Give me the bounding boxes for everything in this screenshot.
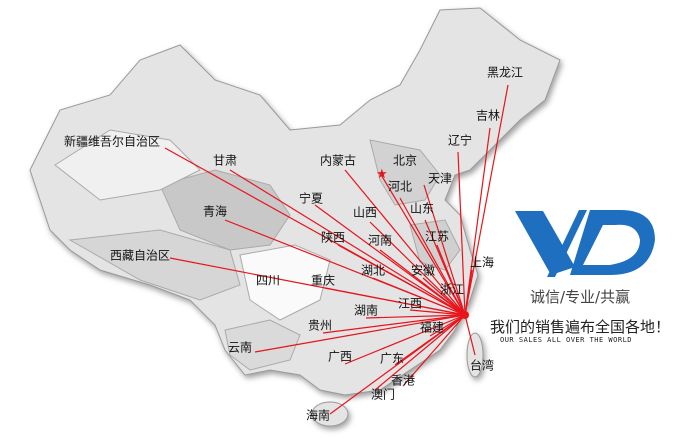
province-label: 甘肃 <box>212 153 238 168</box>
company-logo <box>515 210 655 277</box>
province-label: 台湾 <box>469 358 495 373</box>
province-label: 福建 <box>419 320 445 335</box>
province-label: 山东 <box>409 201 435 216</box>
province-label: 新疆维吾尔自治区 <box>63 134 161 149</box>
province-label: 海南 <box>305 408 331 423</box>
province-label: 河南 <box>367 233 393 248</box>
province-label: 广东 <box>379 351 405 366</box>
province-label: 香港 <box>390 373 416 388</box>
province-label: 湖北 <box>360 263 386 278</box>
province-label: 广西 <box>327 349 353 364</box>
province-label: 重庆 <box>310 273 336 288</box>
province-label: 江苏 <box>424 229 450 244</box>
hub-dot <box>461 311 469 319</box>
province-label: 西藏自治区 <box>109 248 171 263</box>
province-label: 宁夏 <box>298 191 324 206</box>
province-label: 辽宁 <box>447 133 473 148</box>
province-label: 四川 <box>255 273 281 288</box>
province-label: 浙江 <box>439 282 465 297</box>
province-shading <box>54 129 461 371</box>
province-label: 澳门 <box>370 387 396 402</box>
beijing-star-icon: ★ <box>376 167 388 182</box>
province-label: 江西 <box>397 296 423 311</box>
province-label: 湖南 <box>353 303 379 318</box>
province-label: 云南 <box>227 340 253 355</box>
province-label: 贵州 <box>307 318 333 333</box>
headline: 我们的销售遍布全国各地！ <box>490 318 671 336</box>
sales-lines <box>164 84 509 415</box>
province-label: 陕西 <box>320 230 346 245</box>
province-label: 吉林 <box>475 108 501 123</box>
province-label: 天津 <box>427 171 453 186</box>
province-label: 黑龙江 <box>486 65 524 80</box>
province-label: 安徽 <box>410 263 436 278</box>
slogan: 诚信/专业/共赢 <box>530 288 631 306</box>
province-label: 内蒙古 <box>319 153 357 168</box>
province-label: 青海 <box>202 204 228 219</box>
province-label: 河北 <box>387 179 413 194</box>
province-label: 北京 <box>392 153 418 168</box>
province-label: 山西 <box>352 205 378 220</box>
province-label: 上海 <box>469 255 495 270</box>
subline: OUR SALES ALL OVER THE WORLD <box>500 336 633 344</box>
